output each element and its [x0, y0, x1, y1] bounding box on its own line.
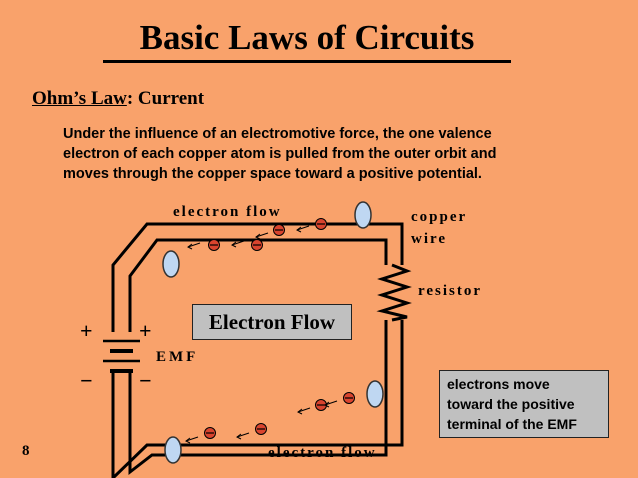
- outer-wire-top: [111, 222, 404, 332]
- label-electron-flow-top: electron flow: [173, 204, 282, 220]
- minus-sign-right: −: [139, 368, 154, 393]
- law-name: Ohm’s Law: [32, 88, 127, 109]
- outer-wire-bottom: [111, 320, 404, 478]
- electron-flow-box: Electron Flow: [192, 304, 352, 340]
- label-electron-flow-bottom: electron flow: [268, 445, 377, 461]
- minus-sign-left: −: [80, 368, 95, 393]
- page-number: 8: [22, 443, 30, 459]
- copper-wire-cross-section: [366, 380, 384, 408]
- electron-icon: [343, 392, 355, 404]
- page-title: Basic Laws of Circuits: [139, 18, 475, 57]
- electron-icon: [208, 239, 220, 251]
- note-line: toward the positive: [447, 396, 575, 412]
- electron-icon: [204, 427, 216, 439]
- electron-icon: [273, 224, 285, 236]
- note-line: terminal of the EMF: [447, 416, 577, 432]
- copper-wire-cross-section: [162, 250, 180, 278]
- intro-line: electron of each copper atom is pulled f…: [63, 146, 497, 162]
- plus-sign-left: +: [80, 318, 95, 343]
- electron-icon: [315, 399, 327, 411]
- intro-paragraph: Under the influence of an electromotive …: [63, 124, 563, 184]
- intro-line: moves through the copper space toward a …: [63, 166, 482, 182]
- electron-icon: [251, 239, 263, 251]
- inner-wire-top: [128, 238, 388, 332]
- plus-sign-right: +: [139, 318, 154, 343]
- inner-wire-bottom: [128, 320, 388, 476]
- label-wire: wire: [411, 231, 448, 247]
- resistor-zigzag: [376, 263, 412, 322]
- title-underline: [103, 60, 511, 63]
- copper-wire-cross-section: [354, 201, 372, 229]
- label-copper: copper: [411, 209, 468, 225]
- section-heading: Ohm’s Law: Current: [32, 88, 204, 110]
- copper-wire-cross-section: [164, 436, 182, 464]
- intro-line: Under the influence of an electromotive …: [63, 126, 492, 142]
- label-resistor: resistor: [418, 283, 483, 299]
- law-topic: : Current: [126, 88, 205, 109]
- note-line: electrons move: [447, 376, 550, 392]
- electron-icon: [255, 423, 267, 435]
- electron-icon: [315, 218, 327, 230]
- note-box: electrons move toward the positive termi…: [439, 370, 609, 438]
- label-emf: EMF: [156, 349, 199, 365]
- flow-arrow-icon: [185, 225, 338, 444]
